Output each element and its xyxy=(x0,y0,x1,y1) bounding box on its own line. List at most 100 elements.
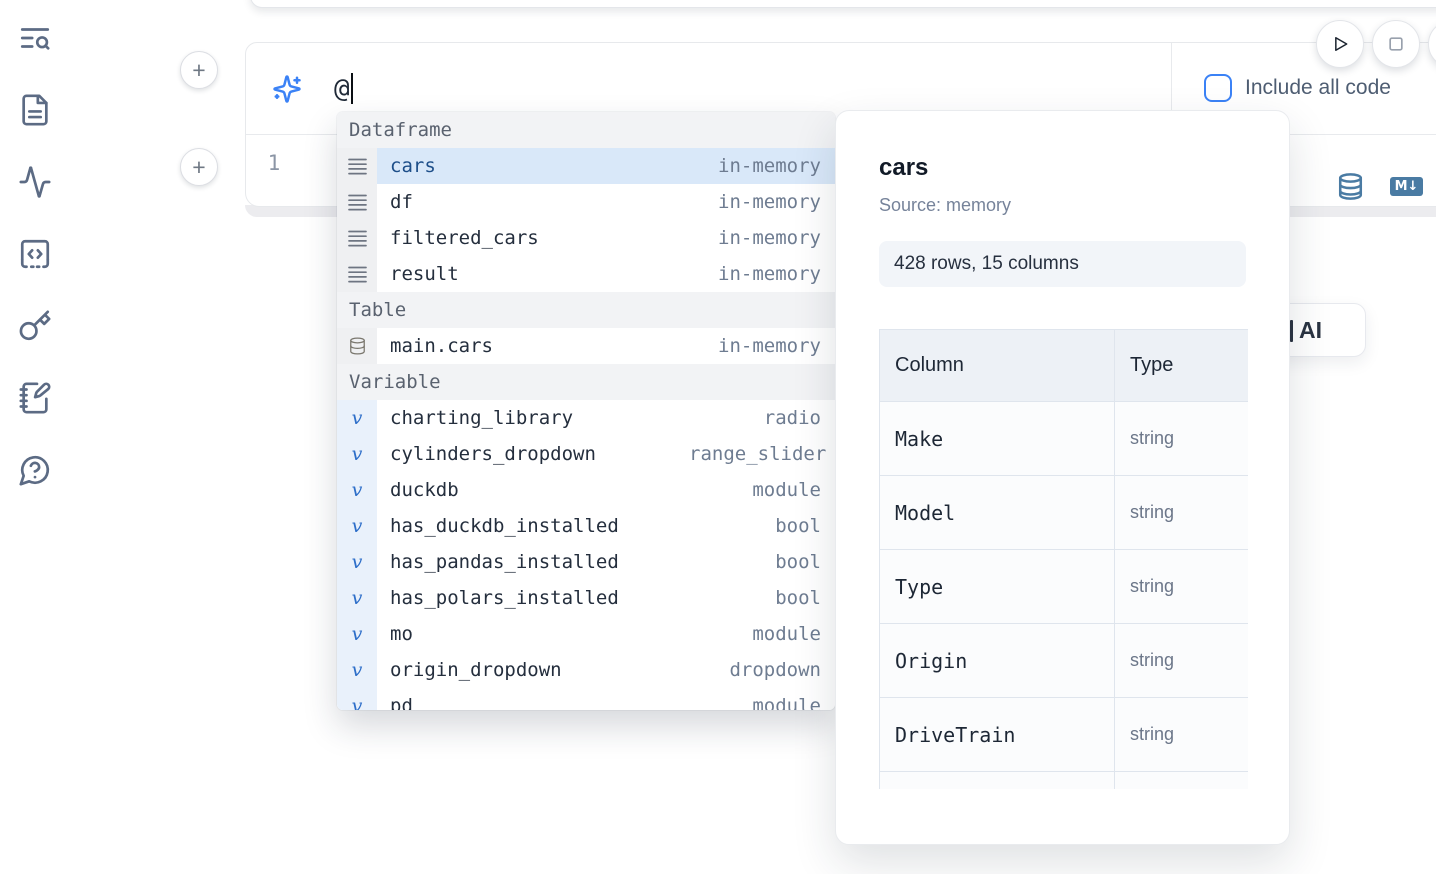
autocomplete-item-name: filtered_cars xyxy=(390,227,539,249)
autocomplete-item[interactable]: filtered_cars in-memory xyxy=(337,220,835,256)
autocomplete-item-type: range_slider xyxy=(689,443,827,465)
shape-chip: 428 rows, 15 columns xyxy=(879,241,1246,287)
include-all-code-label: Include all code xyxy=(1245,76,1391,99)
schema-row xyxy=(879,771,1248,789)
dataframe-preview-panel: cars Source: memory 428 rows, 15 columns… xyxy=(835,110,1290,845)
autocomplete-item-name: df xyxy=(390,191,413,213)
autocomplete-item-type: in-memory xyxy=(718,227,821,249)
text-cursor xyxy=(350,73,353,104)
variable-icon: v xyxy=(337,652,377,688)
autocomplete-item[interactable]: cars in-memory xyxy=(337,148,835,184)
schema-col-header: Column xyxy=(879,329,1115,402)
autocomplete-item[interactable]: v origin_dropdown dropdown xyxy=(337,652,835,688)
include-all-code-checkbox[interactable] xyxy=(1204,74,1232,102)
autocomplete-item-name: cars xyxy=(390,155,436,177)
autocomplete-section-header: Variable xyxy=(337,364,835,400)
autocomplete-section-header: Dataframe xyxy=(337,112,835,148)
variable-icon: v xyxy=(337,616,377,652)
dataframe-rows-icon xyxy=(337,184,377,220)
variable-icon: v xyxy=(337,472,377,508)
autocomplete-item[interactable]: df in-memory xyxy=(337,184,835,220)
schema-column-name: Type xyxy=(879,549,1115,624)
sidebar-item-help[interactable] xyxy=(18,453,52,487)
variable-icon: v xyxy=(337,400,377,436)
key-icon xyxy=(18,309,52,343)
panel-source: Source: memory xyxy=(879,195,1012,215)
schema-column-type: string xyxy=(1114,549,1248,624)
autocomplete-section-header: Table xyxy=(337,292,835,328)
notebook-pen-icon xyxy=(18,381,52,415)
autocomplete-item-type: radio xyxy=(763,407,821,429)
include-all-code-toggle[interactable]: Include all code xyxy=(1204,74,1391,102)
sidebar-item-scratchpad[interactable] xyxy=(18,381,52,415)
schema-column-type xyxy=(1114,771,1248,789)
stop-icon xyxy=(1386,34,1406,54)
autocomplete-item-type: in-memory xyxy=(718,335,821,357)
autocomplete-item-type: bool xyxy=(775,515,821,537)
dataframe-rows-icon xyxy=(337,148,377,184)
autocomplete-item-type: in-memory xyxy=(718,191,821,213)
schema-type-header: Type xyxy=(1114,329,1248,402)
schema-column-name: Origin xyxy=(879,623,1115,698)
stop-button[interactable] xyxy=(1372,20,1420,68)
ai-edit-button-label: AI xyxy=(1299,317,1322,343)
add-cell-button-below[interactable]: + xyxy=(180,148,218,186)
autocomplete-item-name: has_polars_installed xyxy=(390,587,619,609)
autocomplete-item[interactable]: main.cars in-memory xyxy=(337,328,835,364)
schema-column-name: Make xyxy=(879,401,1115,476)
autocomplete-item-type: bool xyxy=(775,587,821,609)
code-editor-row[interactable]: 1 M↓ xyxy=(246,135,1436,206)
activity-icon xyxy=(18,165,52,199)
ai-prompt-input[interactable]: @ xyxy=(334,43,353,134)
sidebar-item-text-search[interactable] xyxy=(18,21,52,55)
autocomplete-item-type: module xyxy=(752,623,821,645)
help-circle-icon xyxy=(18,453,52,487)
autocomplete-item-type: dropdown xyxy=(729,659,821,681)
schema-column-name xyxy=(879,771,1115,789)
autocomplete-item-name: origin_dropdown xyxy=(390,659,562,681)
add-cell-button-above[interactable]: + xyxy=(180,51,218,89)
autocomplete-item-name: result xyxy=(390,263,459,285)
schema-column-type: string xyxy=(1114,697,1248,772)
sidebar-item-snippets[interactable] xyxy=(18,237,52,271)
autocomplete-item-name: main.cars xyxy=(390,335,493,357)
sidebar xyxy=(0,0,70,874)
variable-icon: v xyxy=(337,544,377,580)
panel-title: cars xyxy=(879,154,929,181)
autocomplete-item-name: cylinders_dropdown xyxy=(390,443,596,465)
markdown-icon[interactable]: M↓ xyxy=(1390,177,1423,196)
file-text-icon xyxy=(18,93,52,127)
run-cell-button[interactable] xyxy=(1316,20,1364,68)
sparkles-icon xyxy=(272,74,302,104)
autocomplete-item-type: module xyxy=(752,479,821,501)
sidebar-item-tracebacks[interactable] xyxy=(18,165,52,199)
line-number: 1 xyxy=(267,151,281,175)
autocomplete-item-type: in-memory xyxy=(718,155,821,177)
autocomplete-item-name: has_pandas_installed xyxy=(390,551,619,573)
dataframe-rows-icon xyxy=(337,256,377,292)
play-icon xyxy=(1330,34,1350,54)
text-search-icon xyxy=(18,21,52,55)
autocomplete-item-type: module xyxy=(752,695,821,710)
schema-column-type: string xyxy=(1114,623,1248,698)
ai-prompt-value: @ xyxy=(334,73,350,104)
autocomplete-item-name: duckdb xyxy=(390,479,459,501)
sidebar-item-shortcuts[interactable] xyxy=(18,309,52,343)
database-icon[interactable] xyxy=(1336,172,1365,201)
sidebar-item-files[interactable] xyxy=(18,93,52,127)
